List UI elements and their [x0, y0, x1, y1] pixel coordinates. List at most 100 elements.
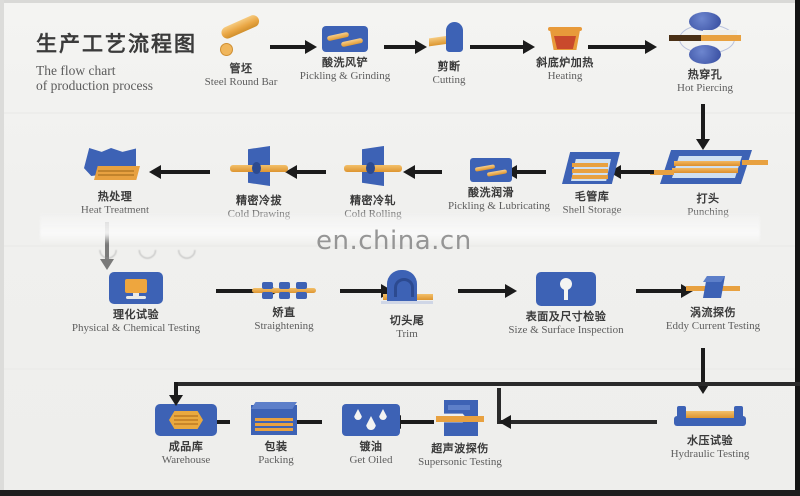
- node-label-zh: 包装: [264, 440, 288, 453]
- node-label-en: Eddy Current Testing: [665, 320, 761, 332]
- node-label-en: Cold Rolling: [344, 208, 402, 220]
- straightening-icon: [252, 278, 316, 302]
- node-cutting[interactable]: 剪断 Cutting: [406, 22, 492, 86]
- node-label-zh: 理化试验: [113, 308, 159, 321]
- node-label-zh: 热处理: [97, 190, 133, 203]
- node-trim[interactable]: 切头尾 Trim: [372, 270, 442, 340]
- node-label-en: Straightening: [254, 320, 314, 332]
- page-left-edge: [0, 0, 4, 496]
- row-divider-1: [4, 112, 795, 114]
- node-label-zh: 酸洗润滑: [468, 186, 514, 199]
- punching-icon: [650, 146, 768, 188]
- node-warehouse[interactable]: 成品库 Warehouse: [140, 404, 232, 466]
- connector-row2-to-row3: [100, 222, 114, 270]
- node-label-zh: 水压试验: [687, 434, 733, 447]
- node-label-zh: 成品库: [168, 440, 204, 453]
- node-packing[interactable]: 包装 Packing: [236, 402, 316, 466]
- node-label-zh: 管坯: [229, 62, 253, 75]
- row-divider-3: [4, 368, 795, 370]
- cold-drawing-icon: [230, 146, 288, 190]
- node-label-en: Supersonic Testing: [418, 456, 502, 468]
- chart-title-block: 生产工艺流程图 The flow chart of production pro…: [36, 28, 216, 93]
- node-physical-chemical-testing[interactable]: 理化试验 Physical & Chemical Testing: [66, 272, 206, 334]
- node-label-en: Heat Treatment: [80, 204, 150, 216]
- node-label-zh: 热穿孔: [687, 68, 723, 81]
- node-label-en: Get Oiled: [349, 454, 393, 466]
- chart-title-en-line1: The flow chart: [36, 63, 116, 78]
- physical-chemical-testing-icon: [109, 272, 163, 304]
- connector-row1-to-row2: [696, 104, 710, 150]
- node-eddy-current-testing[interactable]: 涡流探伤 Eddy Current Testing: [658, 276, 768, 332]
- route-hydraulic-to-supersonic-v: [497, 388, 501, 422]
- arrow-r1-2: [384, 40, 427, 54]
- node-label-en: Steel Round Bar: [204, 76, 278, 88]
- arrow-r2-5: [149, 165, 210, 179]
- arrow-r3-3: [458, 284, 517, 298]
- page-top-edge: [0, 0, 800, 3]
- node-label-en: Shell Storage: [562, 204, 622, 216]
- page-bottom-edge: [0, 490, 800, 496]
- node-label-en: Warehouse: [161, 454, 211, 466]
- node-label-en: Punching: [687, 206, 729, 218]
- node-heating[interactable]: 斜底炉加热 Heating: [520, 24, 610, 82]
- arrow-r1-1: [270, 40, 317, 54]
- node-label-zh: 打头: [696, 192, 720, 205]
- node-straightening[interactable]: 矫直 Straightening: [234, 278, 334, 332]
- node-label-en: Physical & Chemical Testing: [71, 322, 201, 334]
- get-oiled-icon: [342, 404, 400, 436]
- node-supersonic-testing[interactable]: 超声波探伤 Supersonic Testing: [402, 400, 518, 468]
- route-return-top-h: [174, 382, 800, 386]
- node-label-en: Hot Piercing: [677, 82, 733, 94]
- node-cold-rolling[interactable]: 精密冷轧 Cold Rolling: [330, 146, 416, 220]
- node-punching[interactable]: 打头 Punching: [650, 146, 768, 218]
- node-hydraulic-testing[interactable]: 水压试验 Hydraulic Testing: [655, 404, 765, 460]
- node-label-en: Packing: [258, 454, 294, 466]
- chart-title-en-line2: of production process: [36, 78, 153, 93]
- pickling-grinding-icon: [322, 26, 368, 52]
- node-label-zh: 斜底炉加热: [536, 56, 594, 69]
- node-label-en: Trim: [396, 328, 418, 340]
- warehouse-icon: [155, 404, 217, 436]
- node-label-en: Pickling & Lubricating: [448, 200, 551, 212]
- supersonic-testing-icon: [436, 400, 484, 438]
- node-label-en: Hydraulic Testing: [670, 448, 750, 460]
- node-pickling-lubricating[interactable]: 酸洗润滑 Pickling & Lubricating: [448, 158, 551, 212]
- arrow-r2-3: [403, 165, 442, 179]
- node-label-zh: 表面及尺寸检验: [525, 310, 607, 323]
- node-label-zh: 切头尾: [389, 314, 425, 327]
- node-size-surface-inspection[interactable]: 表面及尺寸检验 Size & Surface Inspection: [500, 272, 632, 336]
- arrow-r1-3: [470, 40, 535, 54]
- node-cold-drawing[interactable]: 精密冷拔 Cold Drawing: [216, 146, 302, 220]
- node-label-zh: 毛管库: [574, 190, 610, 203]
- hot-piercing-icon: [669, 12, 741, 64]
- node-steel-round-bar[interactable]: 管坯 Steel Round Bar: [196, 13, 286, 88]
- row-divider-2: [4, 245, 795, 247]
- arrow-r2-4: [285, 165, 326, 179]
- hydraulic-testing-icon: [674, 404, 746, 430]
- trim-icon: [381, 270, 433, 310]
- node-label-en: Cold Drawing: [227, 208, 291, 220]
- node-shell-store[interactable]: 毛管库 Shell Storage: [552, 152, 632, 216]
- node-label-en: Size & Surface Inspection: [508, 324, 624, 336]
- node-get-oiled[interactable]: 镀油 Get Oiled: [328, 404, 414, 466]
- route-return-into-warehouse: [169, 382, 183, 406]
- chart-title-en: The flow chart of production process: [36, 63, 216, 93]
- node-label-zh: 涡流探伤: [690, 306, 736, 319]
- node-label-zh: 精密冷轧: [350, 194, 396, 207]
- node-label-zh: 剪断: [437, 60, 461, 73]
- node-label-zh: 镀油: [359, 440, 383, 453]
- shell-store-icon: [562, 152, 622, 186]
- node-heat-treatment[interactable]: 热处理 Heat Treatment: [72, 148, 158, 216]
- watermark-url: en.china.cn: [316, 226, 472, 256]
- cutting-icon: [429, 22, 469, 56]
- connector-row3-to-row4: [696, 348, 710, 394]
- cold-rolling-icon: [344, 146, 402, 190]
- eddy-current-testing-icon: [686, 276, 740, 302]
- node-hot-piercing[interactable]: 热穿孔 Hot Piercing: [660, 12, 750, 94]
- node-label-en: Heating: [547, 70, 583, 82]
- chart-title-zh: 生产工艺流程图: [36, 32, 197, 56]
- node-pickling-grinding[interactable]: 酸洗风铲 Pickling & Grinding: [290, 26, 400, 82]
- node-label-zh: 酸洗风铲: [322, 56, 368, 69]
- packing-icon: [251, 402, 301, 436]
